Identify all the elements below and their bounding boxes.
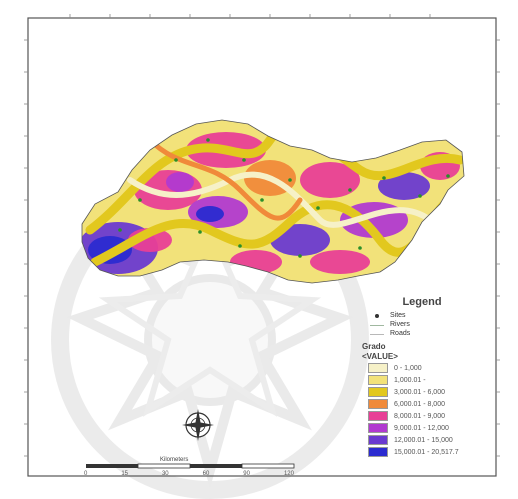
- legend-class-swatch: [368, 375, 388, 385]
- legend-classes: 0 - 1,000 1,000.01 - 3,000.01 - 6,000 6,000…: [356, 362, 488, 458]
- scale-ticks: 0 15 30 60 90 120: [84, 471, 294, 477]
- legend-class-row: 9,000.01 - 12,000: [368, 422, 488, 434]
- legend-class-swatch: [368, 399, 388, 409]
- region-outline: [81, 119, 465, 284]
- legend-class-swatch: [368, 387, 388, 397]
- legend-class-swatch: [368, 363, 388, 373]
- north-arrow-icon: [182, 409, 214, 441]
- legend-class-label: 8,000.01 - 9,000: [394, 412, 445, 420]
- legend-line-item: Rivers: [370, 320, 488, 329]
- legend-raster-title: Grado: [362, 342, 386, 351]
- legend-class-label: 15,000.01 - 20,517.7: [394, 448, 459, 456]
- graticule-ticks: [24, 14, 500, 457]
- legend-class-row: 3,000.01 - 6,000: [368, 386, 488, 398]
- legend-class-row: 8,000.01 - 9,000: [368, 410, 488, 422]
- scale-tick: 120: [283, 471, 294, 477]
- site-point-icon: [370, 313, 384, 319]
- road-line-icon: [370, 334, 384, 335]
- legend-class-label: 3,000.01 - 6,000: [394, 388, 445, 396]
- sample-sites: [118, 138, 450, 258]
- scale-tick: 60: [202, 471, 210, 477]
- legend-class-swatch: [368, 447, 388, 457]
- legend-class-swatch: [368, 423, 388, 433]
- legend-class-label: 9,000.01 - 12,000: [394, 424, 449, 432]
- legend-class-swatch: [368, 435, 388, 445]
- scale-tick: 15: [121, 471, 128, 477]
- map-frame: [27, 17, 497, 477]
- legend-class-row: 1,000.01 -: [368, 374, 488, 386]
- legend-class-row: 12,000.01 - 15,000: [368, 434, 488, 446]
- legend-class-label: 0 - 1,000: [394, 364, 422, 372]
- scale-unit-label: Kilometers: [160, 457, 189, 463]
- scale-tick: 30: [161, 471, 169, 477]
- legend-class-label: 6,000.01 - 8,000: [394, 400, 445, 408]
- legend-class-row: 0 - 1,000: [368, 362, 488, 374]
- map-legend: Legend Sites Rivers Roads Grado <VALUE> …: [356, 296, 488, 458]
- legend-raster-field: <VALUE>: [362, 352, 398, 361]
- legend-class-label: 12,000.01 - 15,000: [394, 436, 453, 444]
- scale-bar: [86, 463, 295, 469]
- study-region: [82, 120, 464, 283]
- legend-class-swatch: [368, 411, 388, 421]
- legend-class-row: 15,000.01 - 20,517.7: [368, 446, 488, 458]
- legend-title: Legend: [402, 296, 442, 308]
- river-line-icon: [370, 325, 384, 326]
- scale-tick: 90: [243, 471, 250, 477]
- legend-line-item: Roads: [370, 329, 488, 338]
- legend-line-item: Sites: [370, 311, 488, 320]
- legend-class-row: 6,000.01 - 8,000: [368, 398, 488, 410]
- legend-class-label: 1,000.01 -: [394, 376, 426, 384]
- scale-tick: 0: [84, 471, 88, 477]
